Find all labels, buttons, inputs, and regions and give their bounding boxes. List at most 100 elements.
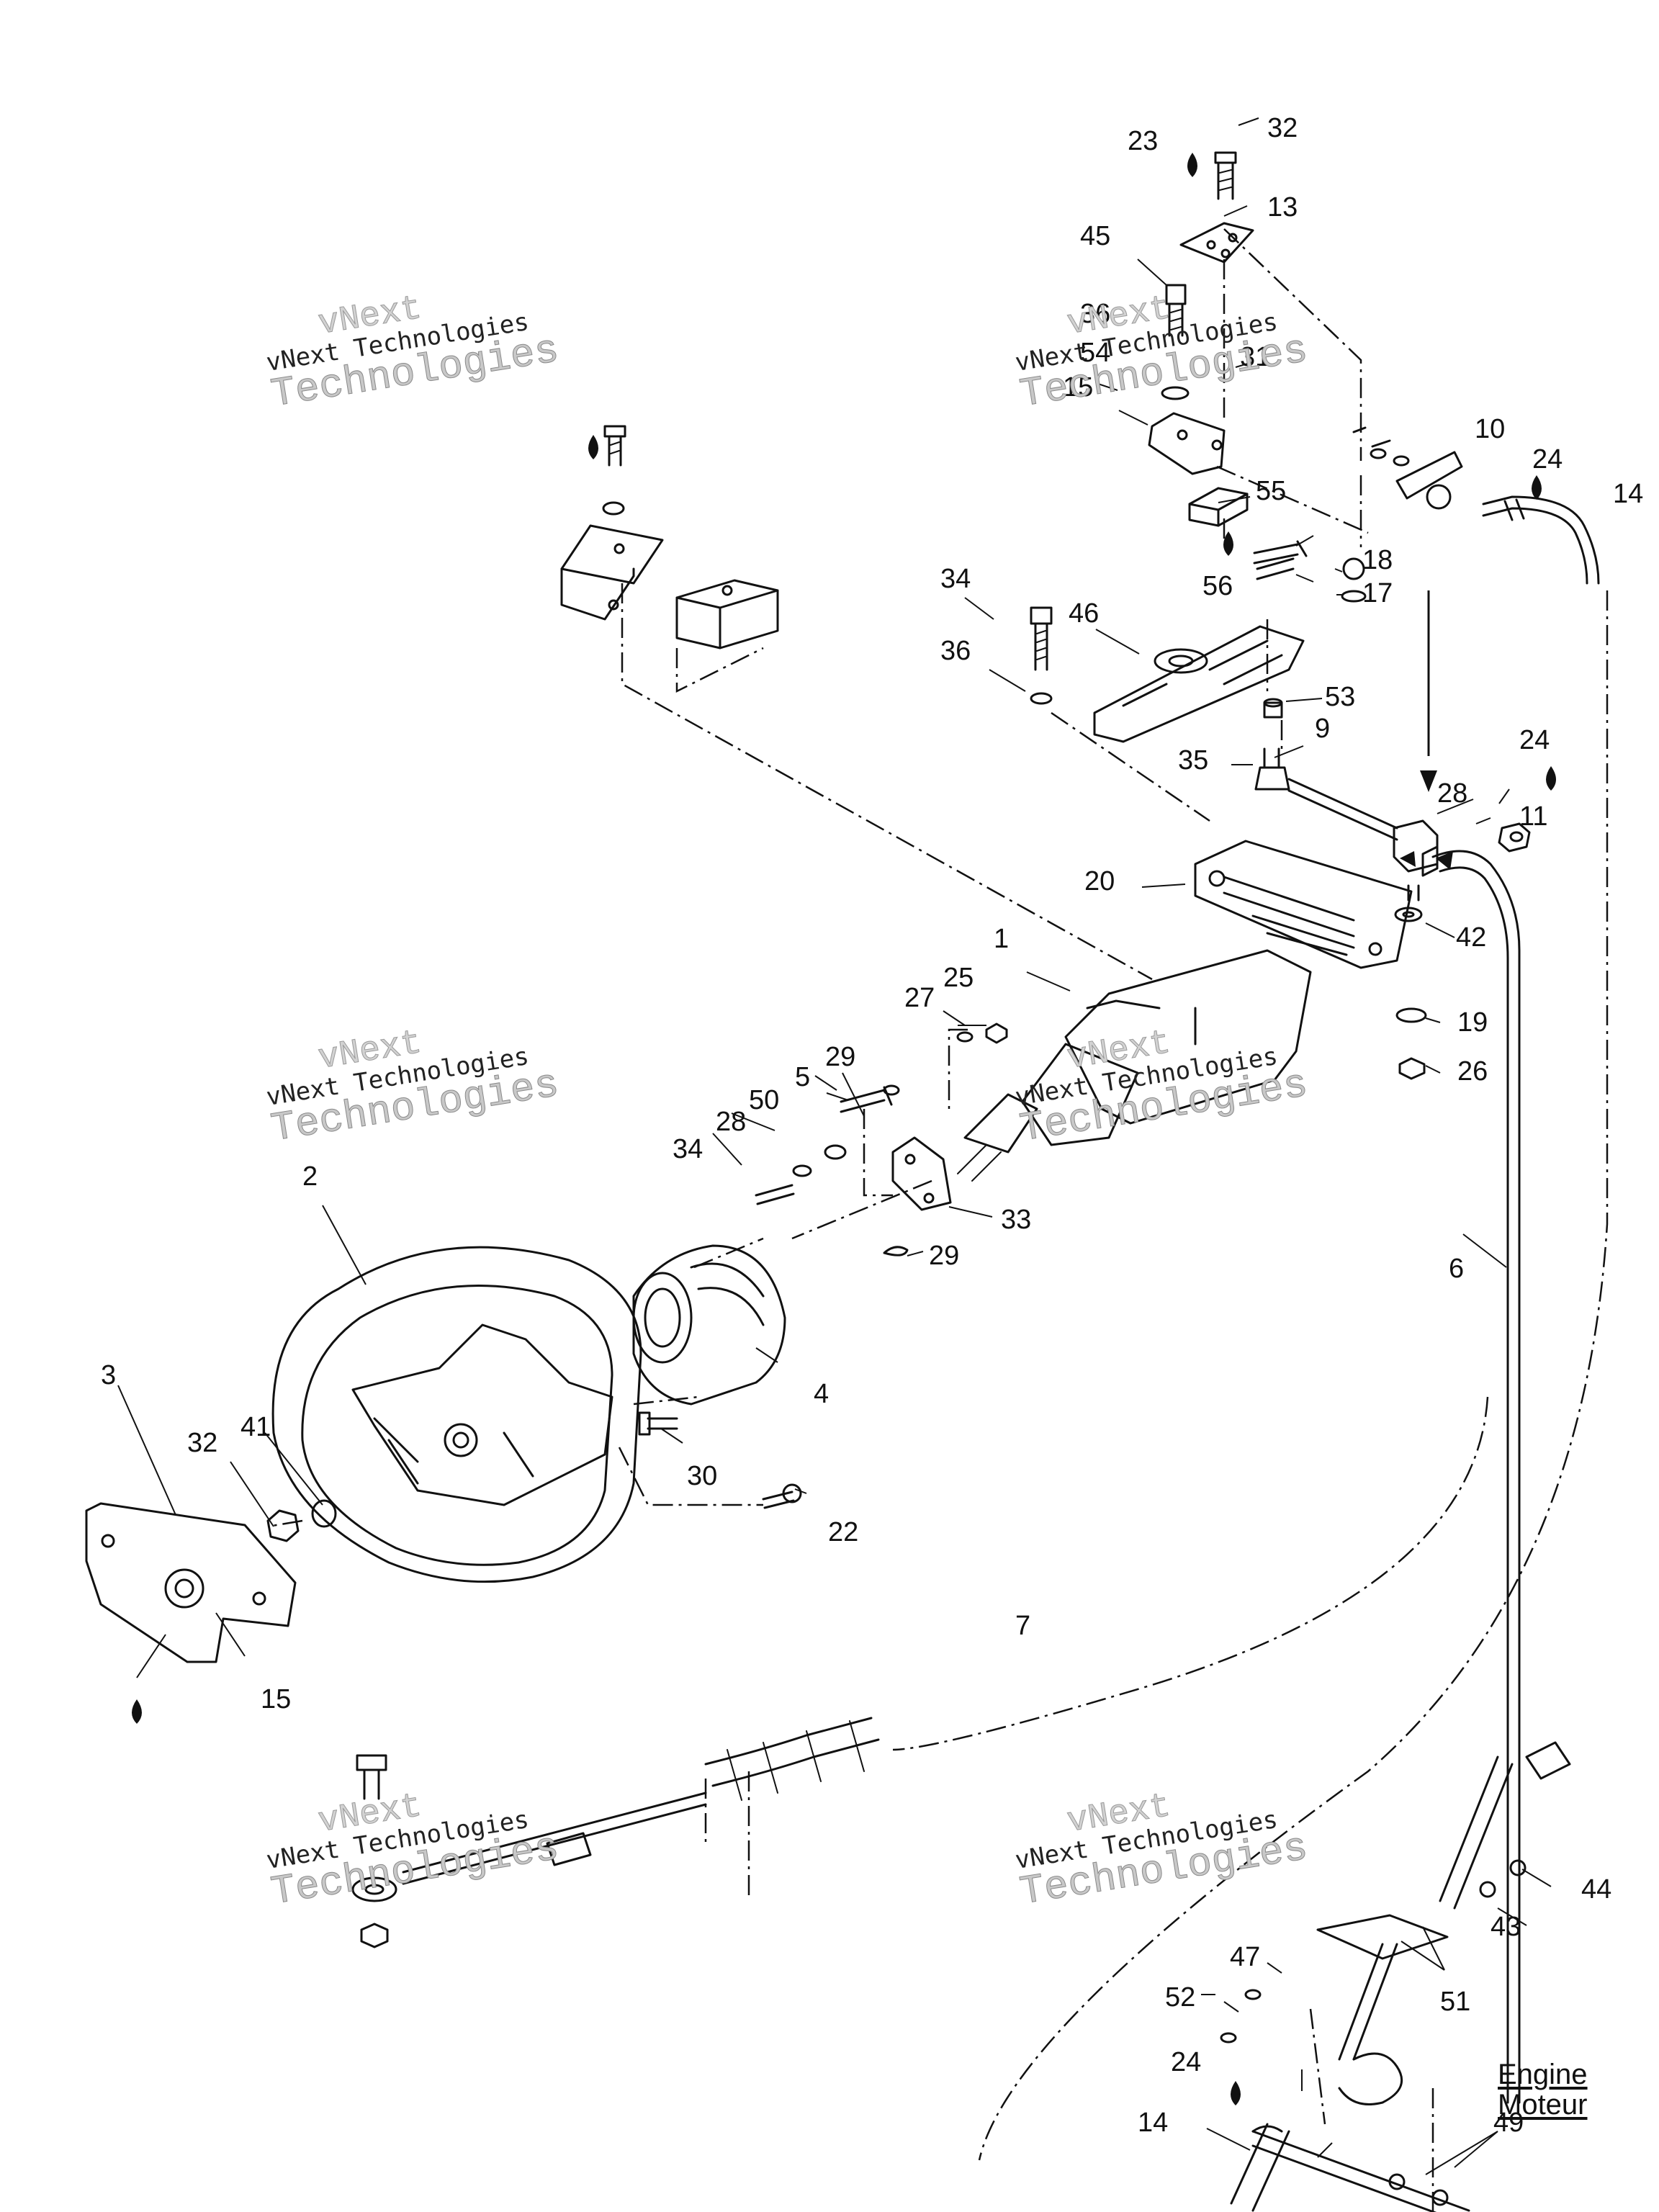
callout: 28	[1437, 778, 1467, 809]
callout: 53	[1325, 682, 1355, 712]
washer-51	[1161, 386, 1190, 400]
bracket-22	[1194, 840, 1413, 969]
callout: 56	[1202, 571, 1233, 601]
engine-label-fr: Moteur	[1498, 2089, 1588, 2121]
bolt-42	[1165, 284, 1187, 337]
callout: 47	[1230, 1942, 1260, 1972]
callout: 24	[1519, 725, 1550, 755]
callout: 50	[749, 1085, 779, 1115]
cable-6	[1431, 850, 1521, 2104]
bushing-47	[1263, 698, 1283, 719]
callout: 28	[716, 1107, 746, 1137]
washer-40	[1394, 907, 1423, 922]
plate-13	[1179, 222, 1254, 264]
steering-wheel-2	[271, 1246, 642, 1583]
callout: 5	[795, 1062, 810, 1092]
callout: 29	[929, 1241, 959, 1271]
callout: 34	[940, 564, 971, 594]
callout: 41	[240, 1412, 271, 1442]
callout: 35	[1178, 745, 1208, 775]
key-30	[883, 1246, 909, 1256]
tie-rod-9	[1287, 778, 1398, 841]
oil-drop-icons	[132, 153, 1556, 2105]
callout: 42	[1456, 922, 1486, 953]
cable-end-14	[1482, 495, 1600, 585]
callout: 14	[1613, 479, 1643, 509]
callout: 45	[1080, 221, 1110, 251]
callout: 24	[1532, 444, 1563, 475]
engine-label-en: Engine	[1498, 2059, 1588, 2090]
callout: 15	[1063, 372, 1093, 403]
washer-21	[1395, 1007, 1427, 1023]
callout: 6	[1449, 1254, 1464, 1284]
block-52	[1188, 487, 1249, 527]
callout: 51	[1440, 1987, 1470, 2017]
engine-label: Engine Moteur	[1498, 2059, 1588, 2120]
bracket-10	[1352, 426, 1463, 510]
arrow-down	[1420, 770, 1437, 792]
callout: 14	[1138, 2108, 1168, 2138]
callout: 46	[1069, 598, 1099, 629]
callout: 31	[1240, 342, 1270, 372]
callout: 19	[1457, 1007, 1488, 1038]
nut-19-washer-18	[1341, 557, 1367, 603]
linkage-shaft	[402, 1717, 880, 1885]
engine-linkage	[1220, 1741, 1571, 2105]
bracket-17	[560, 524, 664, 621]
bolt-7	[603, 425, 626, 467]
callout: 54	[1080, 338, 1110, 368]
callout: 23	[1128, 126, 1158, 156]
washer-36	[1030, 692, 1053, 705]
callout: 11	[1519, 801, 1547, 832]
callout: 9	[1315, 714, 1330, 744]
callout: 30	[687, 1461, 717, 1491]
callout: 36	[1080, 299, 1110, 329]
steering-column-1	[957, 949, 1312, 1182]
callout: 36	[940, 636, 971, 666]
nut-11	[1498, 822, 1531, 853]
bolt-34-upper	[1030, 606, 1053, 671]
callout: 4	[814, 1379, 829, 1409]
bolt-39	[1214, 151, 1237, 200]
callout: 32	[1267, 113, 1298, 143]
callout: 52	[1165, 1982, 1195, 2013]
callout: 17	[1362, 578, 1393, 608]
washers-29	[792, 1031, 974, 1177]
ball-joint-35	[1254, 747, 1290, 791]
bolt-lower	[351, 1754, 397, 1948]
callout-labels: 32 23 13 45 36 54 31 15 10 24 14 55 56 1…	[101, 113, 1643, 2138]
callout: 7	[1015, 1611, 1030, 1641]
cover-3	[85, 1502, 297, 1663]
nut-32	[266, 1509, 300, 1542]
callout: 26	[1457, 1056, 1488, 1087]
callout: 13	[1267, 192, 1298, 222]
callout: 44	[1581, 1874, 1611, 1905]
ball-joint-26	[1393, 819, 1439, 902]
screw-34-lower	[755, 1184, 795, 1205]
hub-4	[632, 1244, 786, 1406]
callout: 49	[1493, 2108, 1524, 2138]
plate-31	[891, 1136, 952, 1211]
callout: 22	[828, 1517, 858, 1547]
bolts-54-53	[1253, 540, 1308, 580]
callout: 43	[1491, 1912, 1521, 1942]
callout: 3	[101, 1360, 116, 1390]
callout: 25	[943, 963, 974, 993]
callout: 2	[302, 1161, 318, 1192]
callout: 55	[1256, 476, 1286, 506]
arm-41	[1093, 625, 1305, 743]
callout: 27	[904, 983, 935, 1013]
callout: 1	[994, 924, 1009, 954]
washer-33	[311, 1499, 337, 1528]
washer-8	[602, 501, 625, 516]
screw-28	[638, 1411, 678, 1436]
callout: 18	[1362, 545, 1393, 575]
callout: 10	[1475, 414, 1505, 444]
block-12	[675, 579, 779, 649]
bolt-25	[985, 1022, 1008, 1044]
bracket-15	[1148, 412, 1226, 475]
callout: 34	[673, 1134, 703, 1164]
nut-27	[1398, 1057, 1426, 1080]
callout: 29	[825, 1042, 855, 1072]
